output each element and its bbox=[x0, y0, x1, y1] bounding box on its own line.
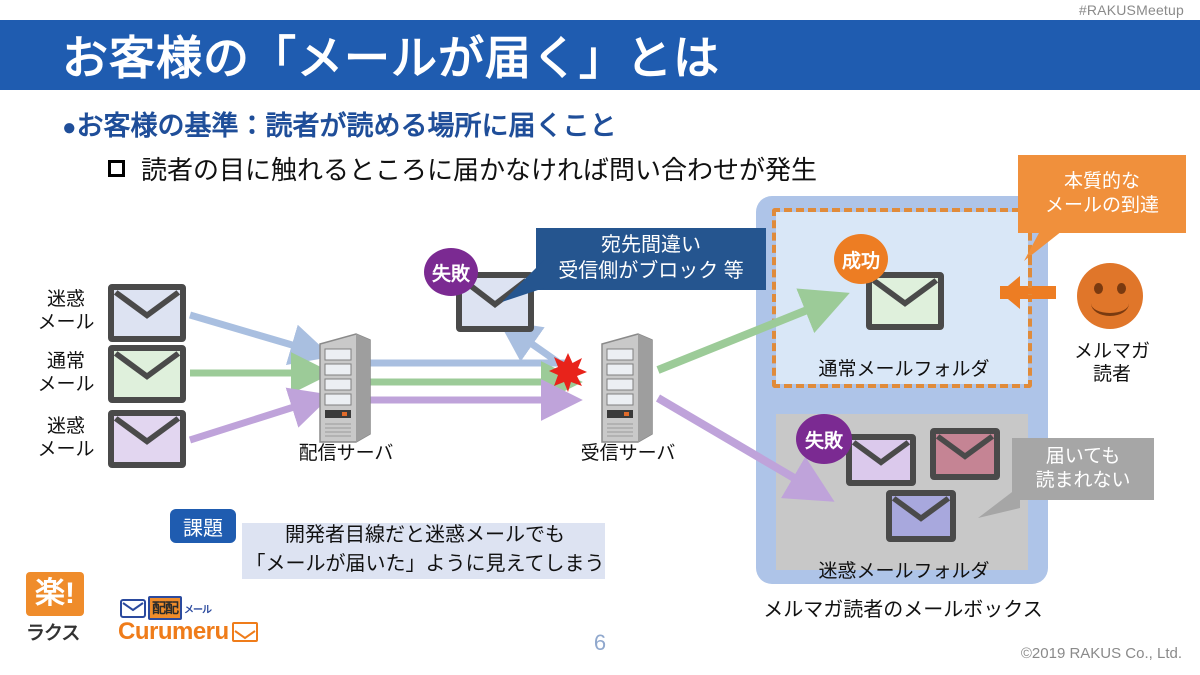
bullet-level2-label: 読者の目に触れるところに届かなければ問い合わせが発生 bbox=[141, 155, 818, 185]
smiley-eye-right bbox=[1117, 283, 1126, 294]
curumeru-envelope-icon bbox=[231, 622, 258, 642]
status-badge-fail-spam: 失敗 bbox=[796, 414, 852, 464]
mail-icon-inbox-success bbox=[866, 272, 944, 330]
mailbox-caption: メルマガ読者のメールボックス bbox=[763, 599, 1043, 621]
reader-label: メルマガ 読者 bbox=[1073, 341, 1150, 386]
dashed-connector-essential bbox=[1028, 255, 1032, 295]
server-icon-receiving bbox=[601, 333, 653, 443]
smiley-mouth bbox=[1091, 291, 1129, 316]
status-badge-fail-bounce: 失敗 bbox=[424, 248, 478, 296]
title-bar: お客様の「メールが届く」とは bbox=[0, 20, 1200, 90]
page-title: お客様の「メールが届く」とは bbox=[62, 32, 720, 84]
page-number: 6 bbox=[593, 630, 607, 655]
callout-essential-delivery: 本質的な メールの到達 bbox=[1018, 155, 1186, 233]
server-label-receiving: 受信サーバ bbox=[580, 443, 676, 464]
arrow-spam1-to-sender bbox=[189, 311, 333, 366]
error-burst-icon bbox=[549, 353, 587, 392]
mail-icon-spamfolder-2 bbox=[930, 428, 1000, 480]
server-icon-sending bbox=[319, 333, 371, 443]
copyright-notice: ©2019 RAKUS Co., Ltd. bbox=[1020, 645, 1182, 662]
inbox-folder-label: 通常メールフォルダ bbox=[818, 359, 990, 380]
square-bullet-icon bbox=[108, 160, 125, 177]
haihai-envelope-icon bbox=[120, 598, 146, 618]
mail-icon-spamfolder-1 bbox=[846, 434, 916, 486]
mail-icon-normal bbox=[108, 345, 186, 403]
callout-bounce-tail bbox=[502, 260, 544, 302]
spam-folder-label: 迷惑メールフォルダ bbox=[818, 561, 990, 582]
reader-smiley-icon bbox=[1077, 263, 1143, 329]
left-mail-label-0: 迷惑 メール bbox=[37, 289, 95, 334]
rakus-logo: 楽! ラクス bbox=[26, 572, 90, 645]
haihai-logo-kanji: 配配 bbox=[148, 596, 182, 620]
status-badge-success: 成功 bbox=[834, 234, 888, 284]
rakus-logo-mark: 楽! bbox=[26, 572, 84, 616]
issue-band bbox=[242, 523, 605, 579]
bullet-level1-label: お客様の基準：読者が読める場所に届くこと bbox=[76, 111, 617, 141]
callout-bounce-reason: 宛先間違い 受信側がブロック 等 bbox=[536, 228, 766, 290]
callout-unread-tail bbox=[978, 486, 1020, 518]
issue-text: 開発者目線だと迷惑メールでも 「メールが届いた」ように見えてしまう bbox=[245, 524, 605, 575]
server-label-sending: 配信サーバ bbox=[298, 443, 394, 464]
arrow-spam2-to-sender bbox=[188, 387, 333, 444]
bullet-dot-icon: ● bbox=[62, 114, 77, 141]
mail-icon-spam-1 bbox=[108, 284, 186, 342]
bullet-level1: ●お客様の基準：読者が読める場所に届くこと bbox=[62, 104, 617, 143]
meetup-hashtag: #RAKUSMeetup bbox=[1078, 2, 1184, 18]
left-mail-label-2: 迷惑 メール bbox=[37, 416, 95, 461]
left-mail-label-1: 通常 メール bbox=[37, 351, 95, 396]
haihai-mail-logo: 配配 メール bbox=[120, 596, 212, 620]
smiley-eye-left bbox=[1094, 283, 1103, 294]
issue-chip: 課題 bbox=[170, 509, 236, 543]
callout-unread: 届いても 読まれない bbox=[1012, 438, 1154, 500]
bullet-level2: 読者の目に触れるところに届かなければ問い合わせが発生 bbox=[108, 150, 817, 187]
mail-icon-spamfolder-3 bbox=[886, 490, 956, 542]
rakus-logo-name: ラクス bbox=[26, 623, 80, 644]
mail-icon-spam-2 bbox=[108, 410, 186, 468]
curumeru-logo-text: Curumeru bbox=[118, 618, 229, 645]
curumeru-logo: Curumeru bbox=[118, 618, 258, 646]
arrow-bounce-to-failed-mail bbox=[498, 320, 575, 375]
callout-essential-tail bbox=[1024, 231, 1062, 261]
haihai-logo-suffix: メール bbox=[184, 604, 212, 616]
